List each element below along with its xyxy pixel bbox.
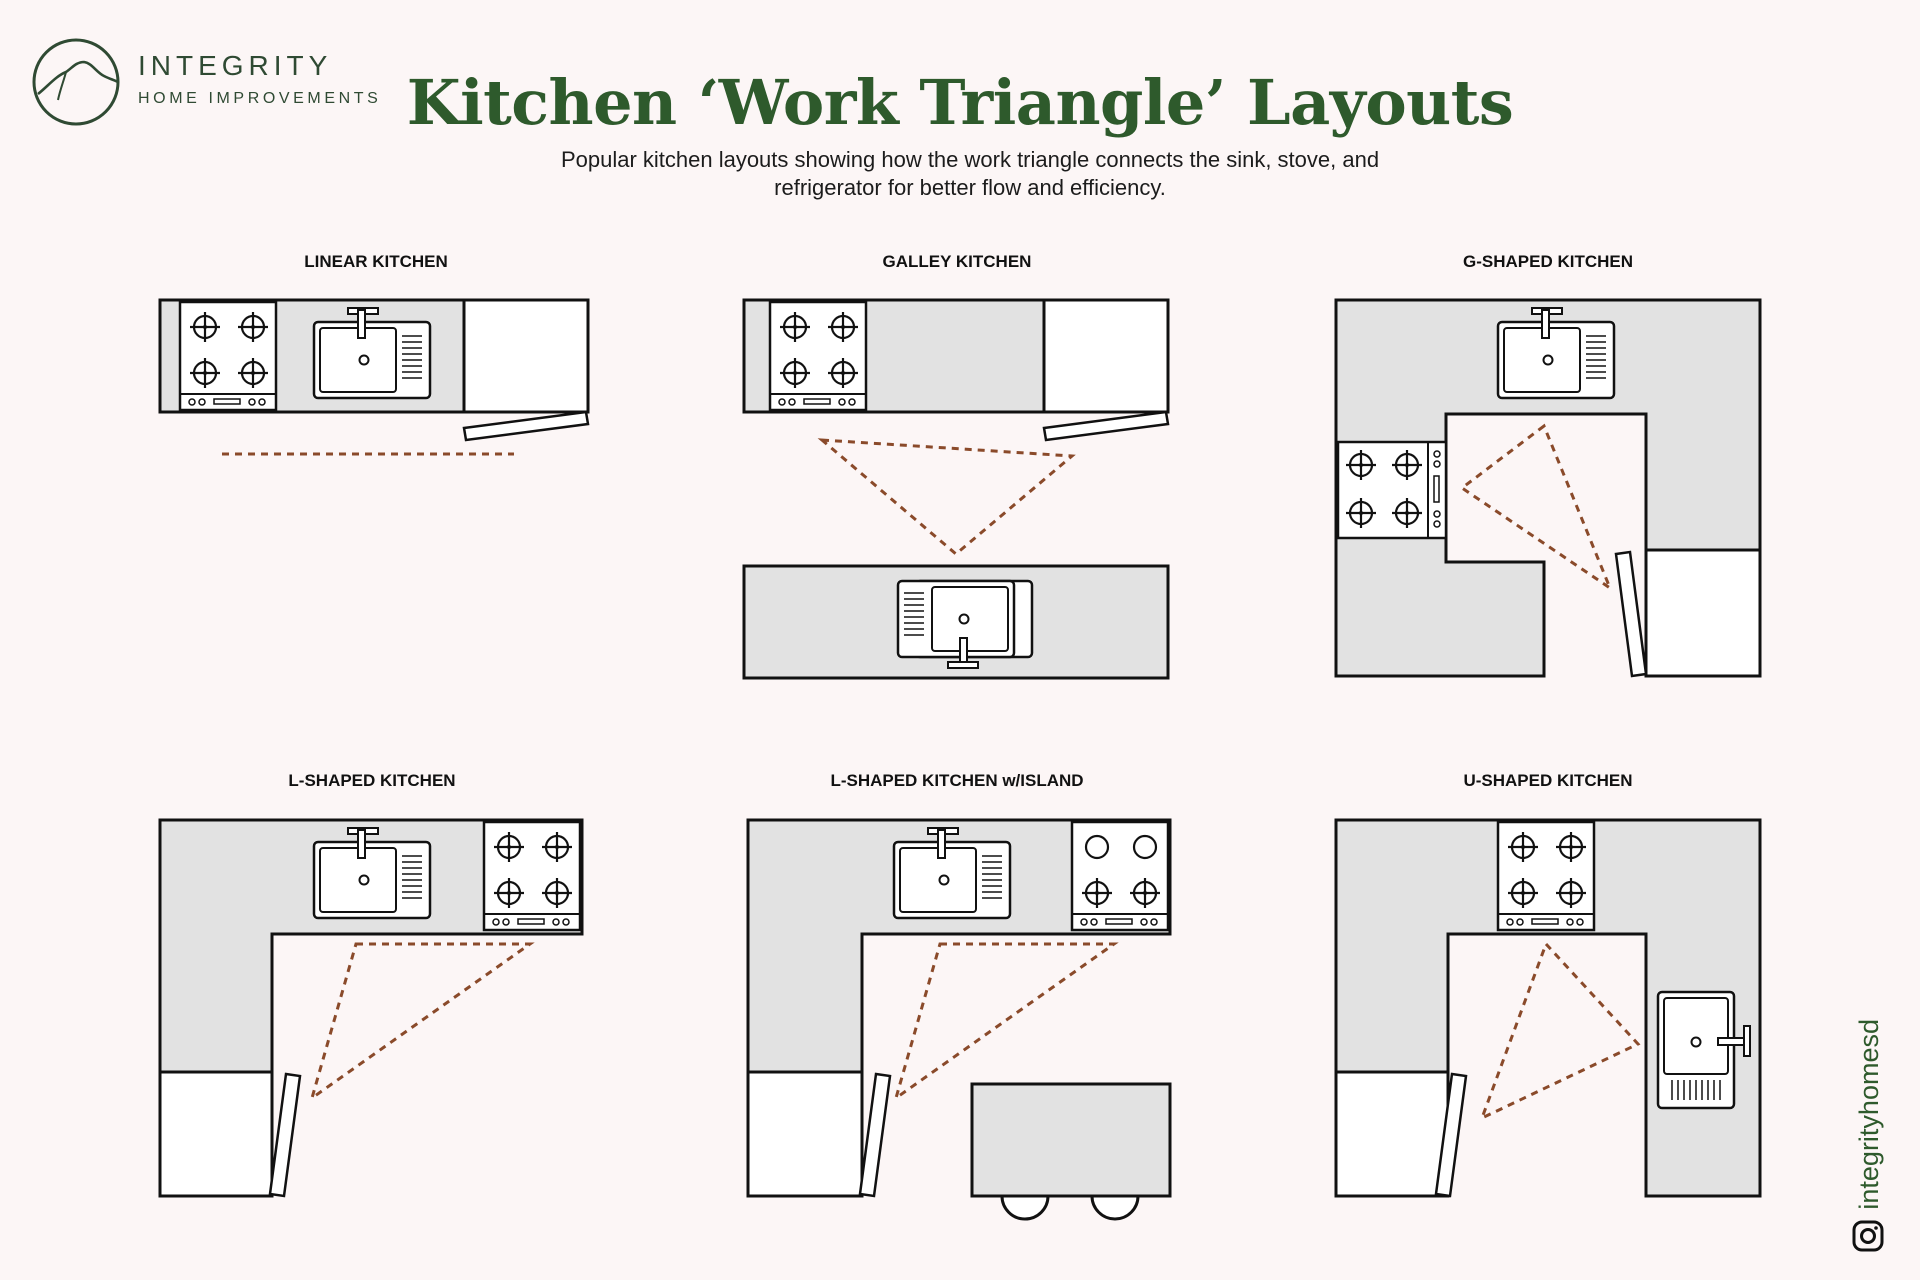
refrigerator [158, 1070, 274, 1198]
refrigerator [1042, 298, 1170, 414]
panel-title-l-shaped-island: L-SHAPED KITCHEN w/ISLAND [830, 771, 1084, 790]
stove-icon [482, 820, 582, 932]
refrigerator [1644, 548, 1762, 678]
sink-icon [312, 307, 432, 400]
instagram-handle-text[interactable]: integrityhomesd [1854, 1019, 1884, 1210]
stove-icon [1070, 820, 1170, 932]
plan-l-shaped-kitchen [158, 818, 584, 1198]
page-title: Kitchen ‘Work Triangle’ Layouts [406, 66, 1514, 139]
work-triangle [1459, 423, 1614, 593]
refrigerator [462, 298, 590, 414]
brand-name: INTEGRITY [138, 50, 333, 81]
fridge-door [268, 1072, 302, 1198]
panel-title-l-shaped: L-SHAPED KITCHEN [288, 771, 456, 790]
refrigerator [1334, 1070, 1450, 1198]
work-triangle [817, 438, 1076, 556]
panel-title-galley: GALLEY KITCHEN [882, 252, 1032, 271]
sink-icon [312, 827, 432, 920]
stool-left [1000, 1195, 1050, 1221]
social-handle[interactable]: integrityhomesd [1852, 992, 1884, 1252]
instagram-icon[interactable] [1852, 1220, 1884, 1252]
plan-l-shaped-island-kitchen [746, 818, 1172, 1221]
sink-icon [1656, 990, 1751, 1110]
plan-linear-kitchen [158, 298, 590, 456]
work-triangle [1479, 941, 1641, 1121]
island [970, 1082, 1172, 1221]
stove-icon [1336, 440, 1448, 540]
island-counter [970, 1082, 1172, 1198]
stove-icon [768, 300, 868, 412]
work-triangle [309, 942, 535, 1102]
fridge-door [1434, 1072, 1468, 1198]
brand-logo: INTEGRITY HOME IMPROVEMENTS [30, 36, 390, 132]
work-triangle [893, 942, 1119, 1102]
sink-icon [892, 827, 1012, 920]
brand-subtitle: HOME IMPROVEMENTS [138, 90, 382, 107]
panel-title-u-shaped: U-SHAPED KITCHEN [1463, 771, 1633, 790]
sink-icon [1496, 307, 1616, 400]
plan-u-shaped-kitchen [1334, 818, 1762, 1198]
fridge-door [462, 410, 590, 442]
stool-right [1090, 1195, 1140, 1221]
fridge-door [858, 1072, 892, 1198]
plan-g-shaped-kitchen [1334, 298, 1762, 678]
page-subtitle: Popular kitchen layouts showing how the … [560, 147, 1380, 200]
fridge-door [1042, 410, 1170, 442]
fridge-door [1614, 550, 1648, 678]
plan-galley-kitchen [742, 298, 1170, 680]
stove-icon [1496, 820, 1596, 932]
refrigerator [746, 1070, 864, 1198]
panel-title-linear: LINEAR KITCHEN [304, 252, 448, 271]
sink-basin [896, 579, 1016, 669]
panel-title-g-shaped: G-SHAPED KITCHEN [1462, 252, 1633, 271]
mountain-logo-icon [32, 38, 120, 126]
stove-icon [178, 300, 278, 412]
